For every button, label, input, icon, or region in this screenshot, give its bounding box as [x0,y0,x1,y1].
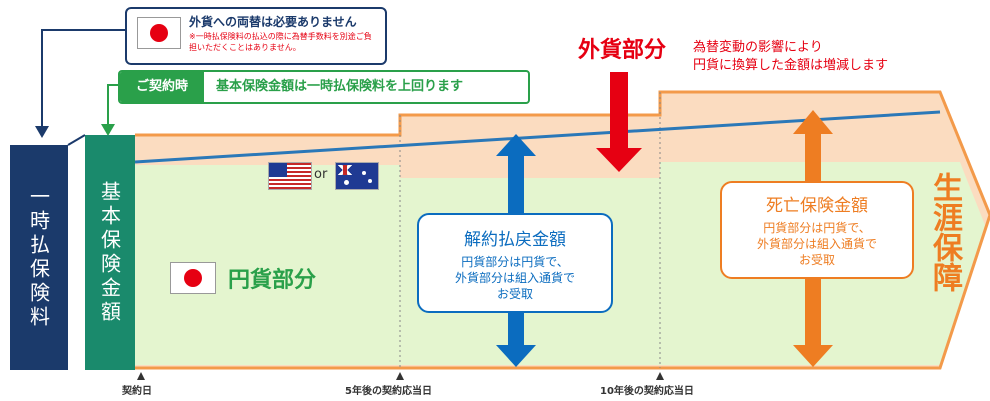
timeline-start: 契約日 [122,386,152,397]
japan-flag-icon [137,17,181,49]
surrender-line1: 円貨部分は円貨で、 [461,255,569,269]
australia-flag-icon [335,162,379,190]
surrender-line3: お受取 [496,287,533,301]
death-benefit-line3: お受取 [798,253,835,267]
lifetime-label: 生涯保障 [927,172,962,292]
surrender-title: 解約払戻金額 [464,230,566,250]
us-flag-icon [268,162,312,190]
notice-note: ※一時払保険料の払込の際に為替手数料を別途ご負担いただくことはありません。 [189,32,372,52]
timeline-year5: 5年後の契約応当日 [345,386,432,397]
or-text: or [314,167,328,182]
foreign-part-description-line1: 為替変動の影響により [693,40,823,55]
death-benefit-line2: 外貨部分は組入通貨で [756,237,877,251]
notice-box: 外貨への両替は必要ありません ※一時払保険料の払込の際に為替手数料を別途ご負担い… [125,7,387,65]
contract-text: 基本保険金額は一時払保険料を上回ります [216,79,464,94]
premium-bar-label: 一時払保険料 [26,185,51,330]
notice-title: 外貨への両替は必要ありません [189,15,357,29]
foreign-part-title: 外貨部分 [578,38,667,63]
death-benefit-box: 死亡保険金額 円貨部分は円貨で、 外貨部分は組入通貨で お受取 [720,181,914,279]
notice-arrow [41,29,125,128]
yen-flag-icon [170,262,216,294]
death-benefit-title: 死亡保険金額 [766,196,868,216]
contract-tag: ご契約時 [120,72,204,102]
basic-bar: 基本保険金額 [85,135,135,370]
red-down-arrow [596,72,642,172]
death-benefit-line1: 円貨部分は円貨で、 [763,221,871,235]
premium-bar: 一時払保険料 [10,145,68,370]
foreign-part-description-line2: 円貨に換算した金額は増減します [693,58,889,73]
surrender-box: 解約払戻金額 円貨部分は円貨で、 外貨部分は組入通貨で お受取 [417,213,613,313]
yen-part-label: 円貨部分 [228,268,317,293]
surrender-line2: 外貨部分は組入通貨で [454,271,575,285]
basic-bar-label: 基本保険金額 [97,180,122,325]
contract-arrow [107,84,118,126]
timeline-year10: 10年後の契約応当日 [600,386,694,397]
contract-box: ご契約時 基本保険金額は一時払保険料を上回ります [118,70,530,104]
